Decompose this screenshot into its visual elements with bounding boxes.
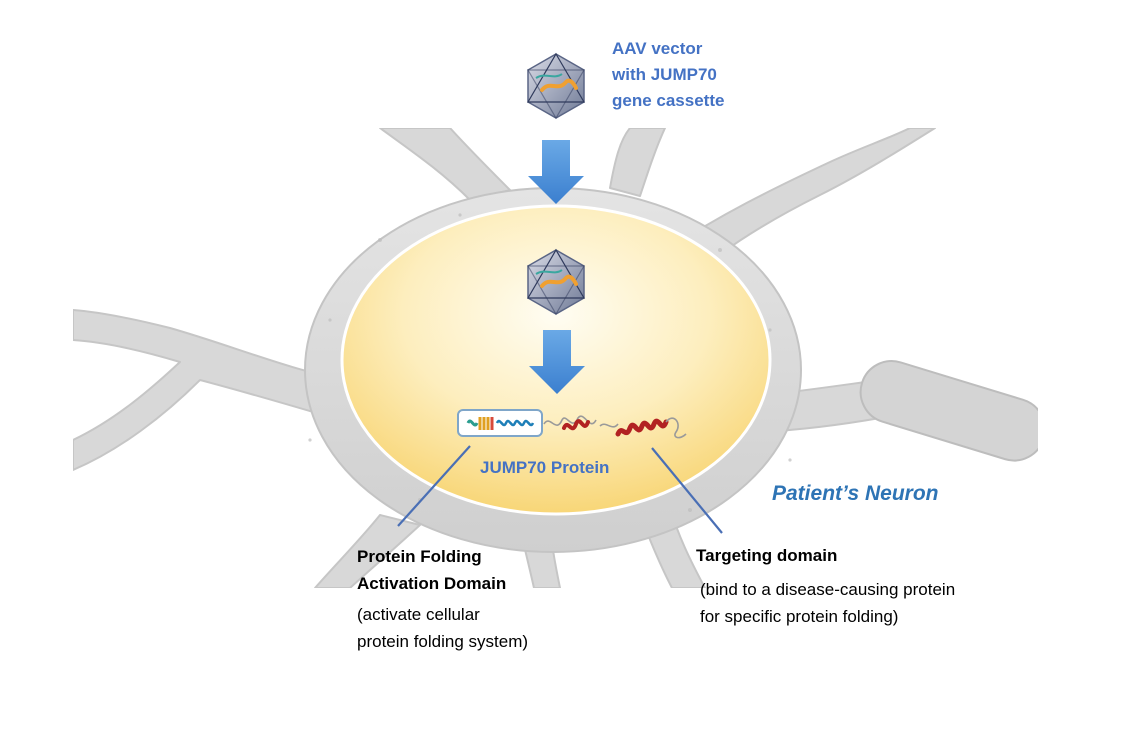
aav-vector-label: AAV vector with JUMP70 gene cassette bbox=[612, 39, 725, 110]
down-arrow-icon bbox=[529, 330, 585, 394]
dendrite bbox=[669, 128, 936, 271]
targeting-domain-connector bbox=[651, 447, 723, 534]
dendrite bbox=[609, 128, 666, 197]
patient-neuron-label: Patient’s Neuron bbox=[772, 482, 939, 505]
aav-capsid-icon bbox=[526, 52, 586, 120]
jump70-protein-label: JUMP70 Protein bbox=[480, 458, 610, 477]
activation-domain-description: (activate cellular protein folding syste… bbox=[357, 605, 529, 651]
targeting-domain-title: Targeting domain bbox=[696, 546, 838, 565]
down-arrow-icon bbox=[528, 140, 584, 204]
axon-tube bbox=[859, 360, 1038, 462]
activation-domain-title: Protein Folding Activation Domain bbox=[357, 547, 507, 593]
dendrite bbox=[314, 514, 421, 588]
targeting-domain-description: (bind to a disease-causing protein for s… bbox=[700, 580, 956, 626]
dendrite bbox=[73, 309, 346, 471]
activation-domain-connector bbox=[397, 445, 471, 527]
dendrite bbox=[379, 128, 511, 201]
aav-capsid-icon bbox=[526, 248, 586, 316]
protein-structure-icon bbox=[457, 409, 687, 439]
